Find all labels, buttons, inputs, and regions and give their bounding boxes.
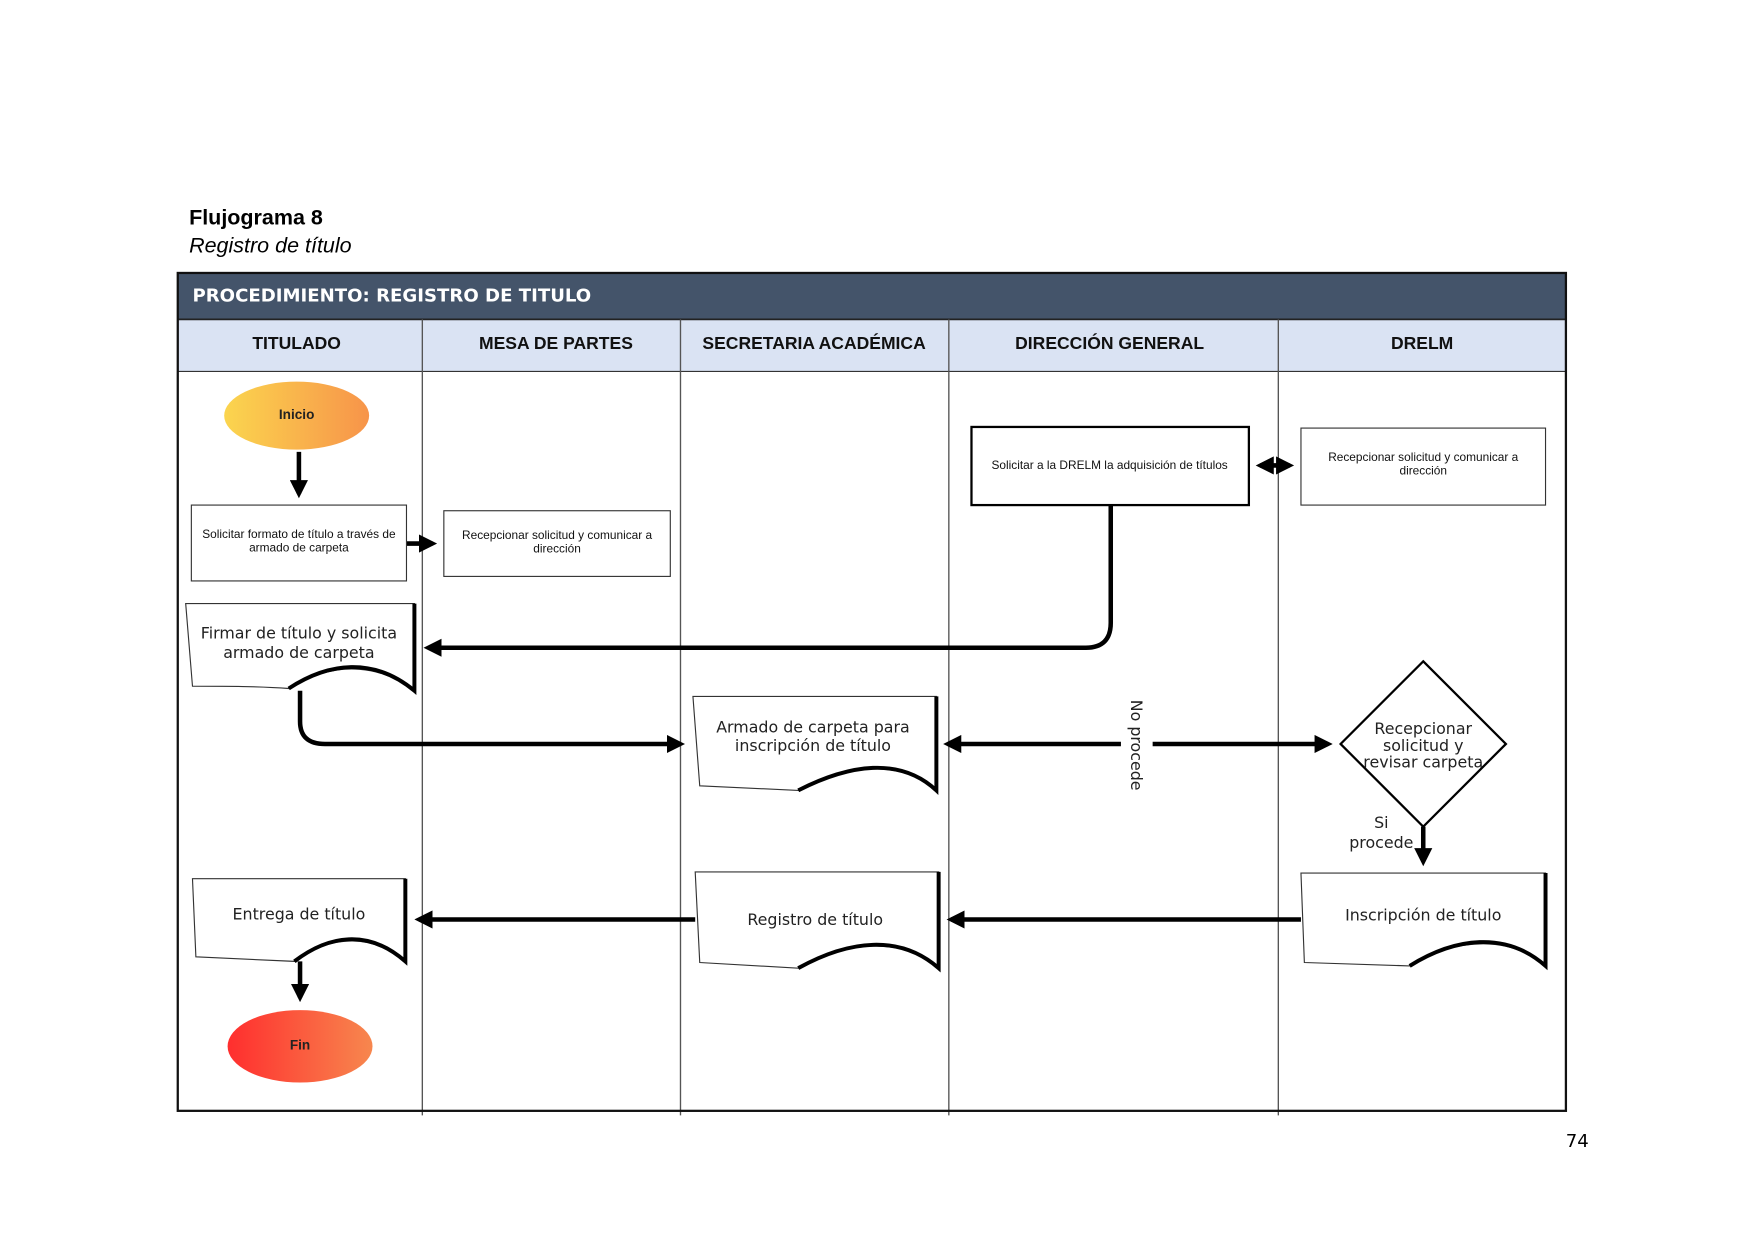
- svg-text:Recepcionar solicitud y comuni: Recepcionar solicitud y comunicar adirec…: [1328, 450, 1518, 478]
- process-solicitar-drelm: Solicitar a la DRELM la adquisición de t…: [970, 425, 1251, 507]
- procedure-header-bar: [177, 272, 1566, 320]
- lane-header-direccion-general: DIRECCIÓN GENERAL: [1015, 332, 1204, 353]
- document-entrega: Entrega de título: [191, 878, 408, 966]
- connectors: [289, 451, 1433, 1003]
- lane-header-drelm: DRELM: [1391, 333, 1453, 353]
- svg-text:Inscripción de título: Inscripción de título: [1345, 906, 1501, 925]
- svg-text:Entrega de título: Entrega de título: [233, 904, 366, 923]
- svg-text:Inicio: Inicio: [279, 407, 314, 422]
- procedure-title: PROCEDIMIENTO: REGISTRO DE TITULO: [192, 285, 591, 306]
- lane-header-titulado: TITULADO: [252, 333, 341, 353]
- end-node: Fin: [227, 1010, 373, 1083]
- lane-header-mesa-de-partes: MESA DE PARTES: [479, 333, 633, 353]
- label-no-procede: No procede: [1127, 700, 1146, 791]
- lane-header-secretaria-academica: SECRETARIA ACADÉMICA: [702, 332, 926, 353]
- svg-text:Solicitar a la DRELM la adquis: Solicitar a la DRELM la adquisición de t…: [991, 458, 1227, 472]
- svg-text:Recepcionar solicitud y comuni: Recepcionar solicitud y comunicar adirec…: [462, 528, 652, 556]
- svg-text:Fin: Fin: [290, 1038, 310, 1053]
- swimlane-frame: [176, 271, 1568, 1112]
- document-inscripcion: Inscripción de título: [1300, 872, 1548, 971]
- page-number: 74: [1566, 1131, 1589, 1152]
- lane-dividers: [421, 319, 1279, 1116]
- document-registro: Registro de título: [694, 871, 941, 973]
- start-node: Inicio: [224, 381, 370, 450]
- lane-header-row: [177, 319, 1566, 372]
- svg-text:Registro de título: Registro de título: [747, 910, 883, 929]
- svg-text:Solicitar formato de título a: Solicitar formato de título a través dea…: [202, 527, 396, 555]
- figure-label: Flujograma 8: [189, 205, 323, 229]
- figure-caption: Registro de título: [189, 234, 352, 258]
